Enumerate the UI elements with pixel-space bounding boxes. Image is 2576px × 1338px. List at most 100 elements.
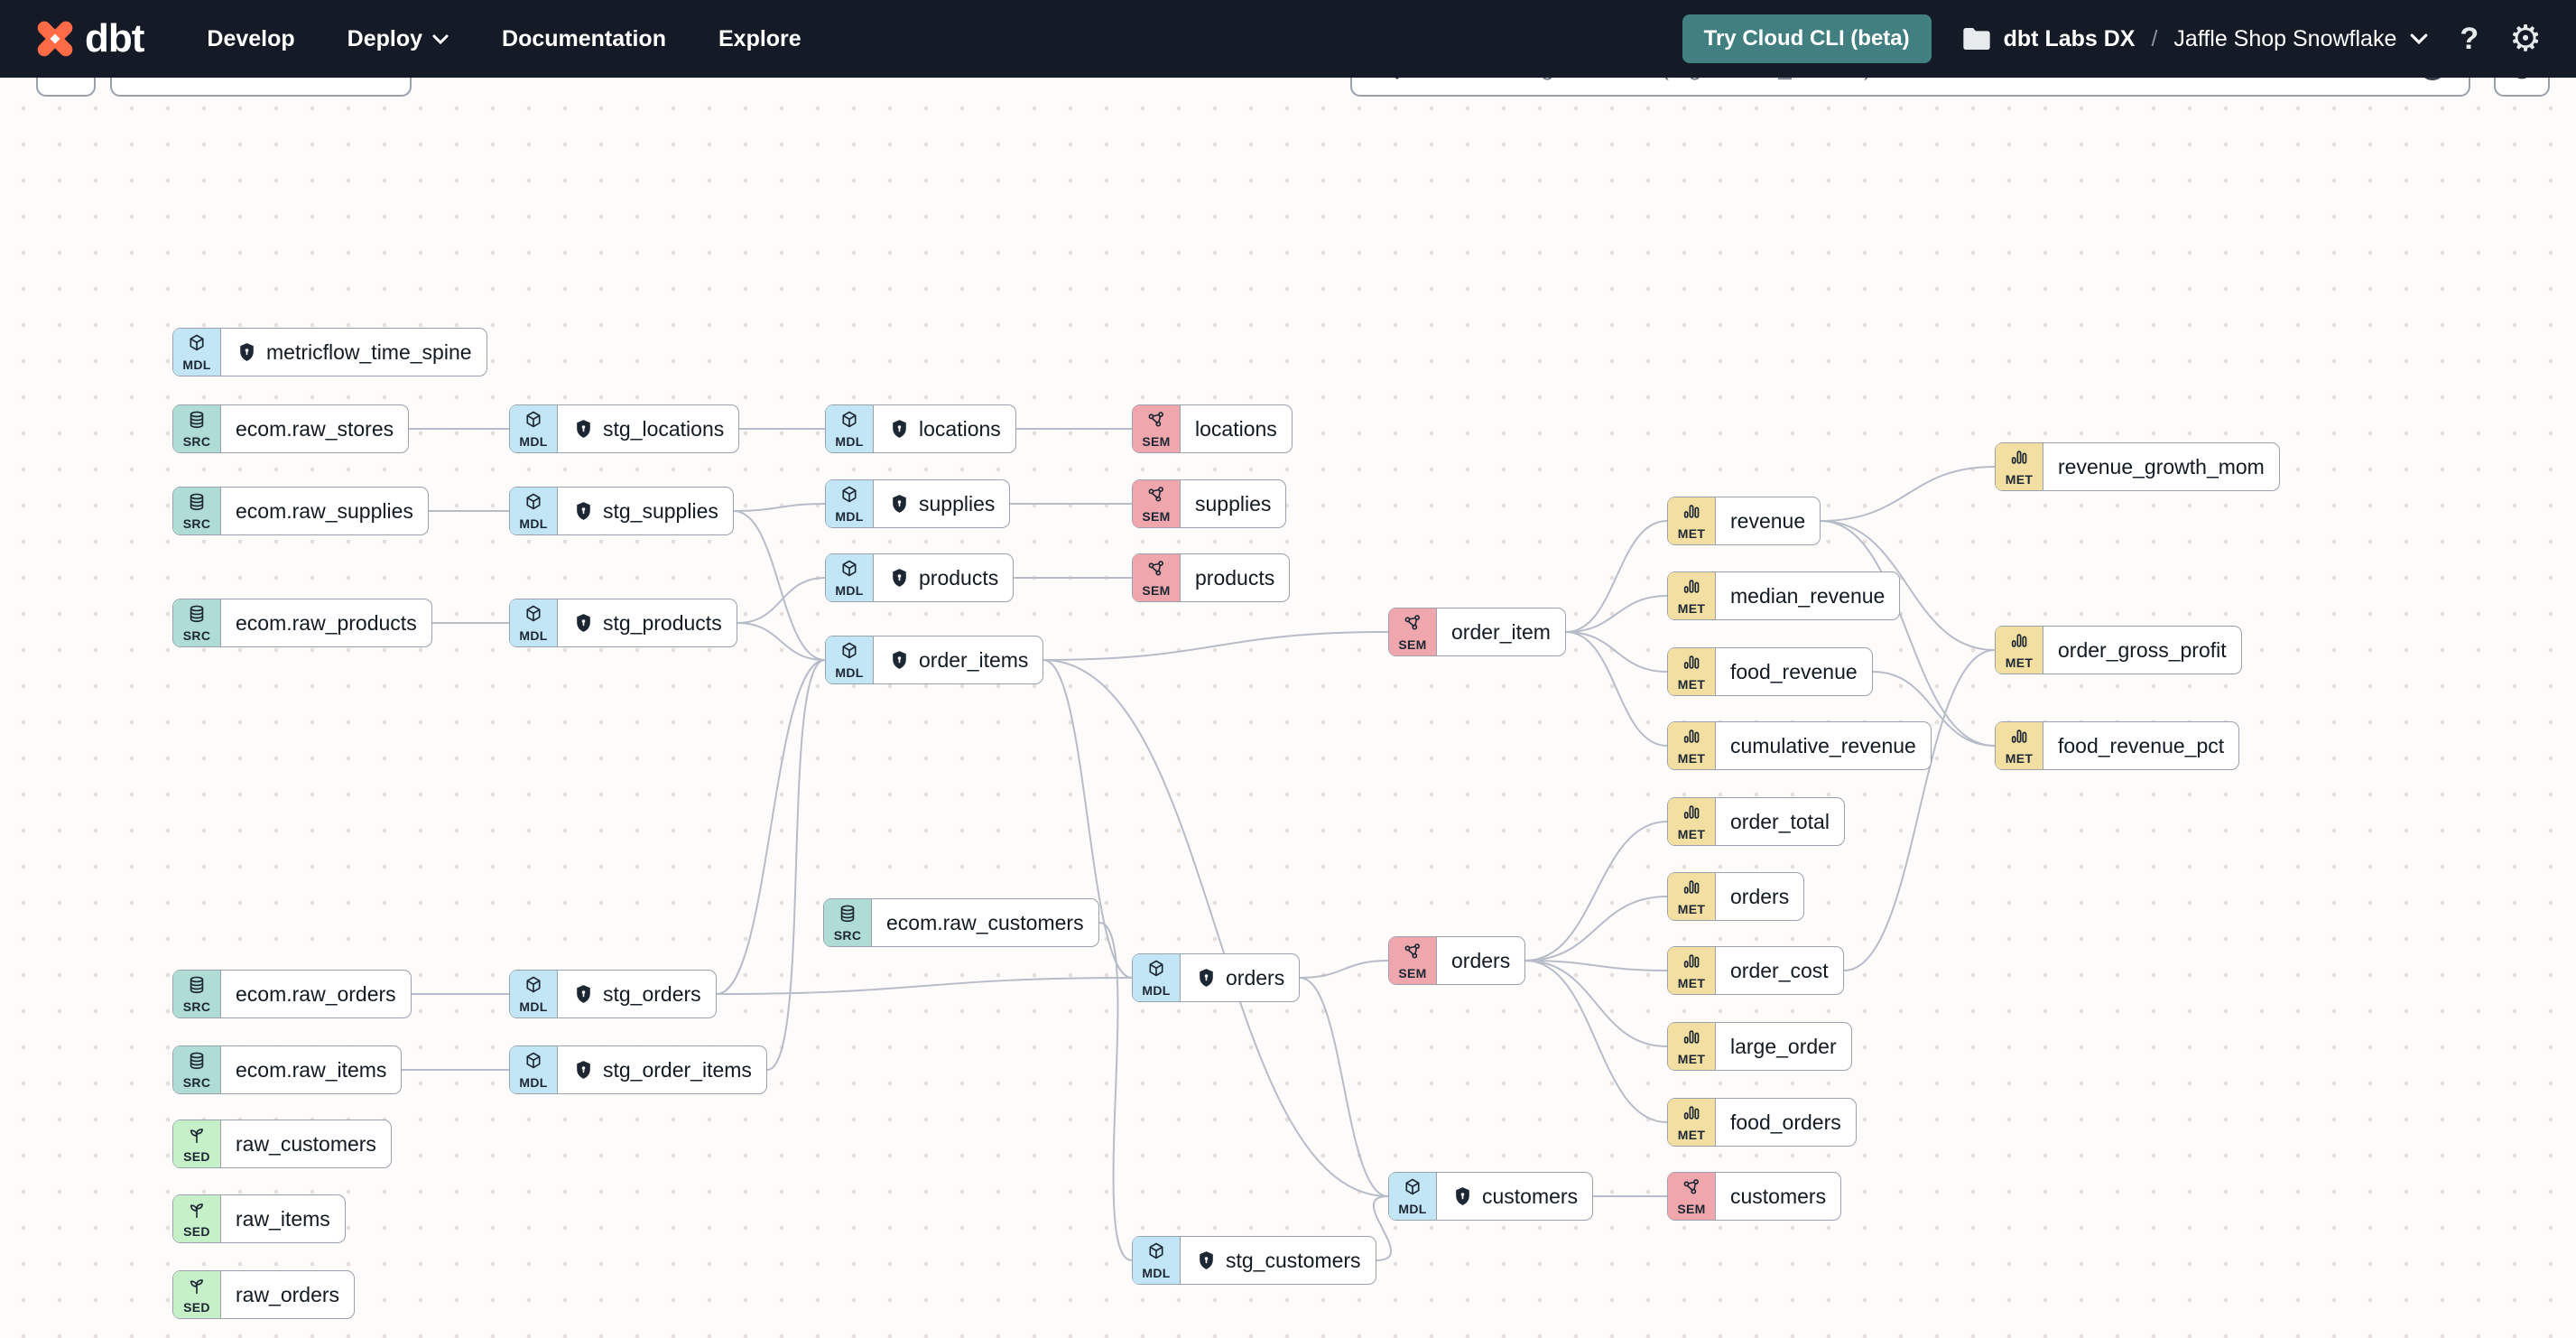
edge-mdl_stg_supplies-to-mdl_supplies — [733, 503, 826, 512]
shield-icon — [236, 341, 258, 364]
node-label: locations — [874, 405, 1015, 452]
node-label-text: stg_orders — [603, 981, 701, 1006]
semantic_model-badge: SEM — [1133, 405, 1181, 452]
edge-met_revenue-to-met_food_revenue_pct — [1820, 520, 1996, 747]
metric-badge: MET — [1668, 1099, 1716, 1146]
node-label: ecom.raw_stores — [221, 405, 408, 452]
edge-sem_order_item-to-met_cumulative_revenue — [1565, 631, 1668, 747]
node-label-text: order_cost — [1730, 958, 1829, 982]
semantic_model-icon — [1146, 410, 1166, 434]
model-icon — [1146, 959, 1166, 983]
edge-sem_orders-to-met_large_order — [1524, 960, 1668, 1047]
node-label-text: cumulative_revenue — [1730, 733, 1916, 757]
model-badge: MDL — [510, 1046, 558, 1093]
node-label-text: locations — [1195, 416, 1277, 441]
try-cloud-cli-button[interactable]: Try Cloud CLI (beta) — [1682, 14, 1932, 63]
semantic_model-icon — [1403, 942, 1422, 966]
badge-label: MET — [1677, 902, 1706, 916]
node-label: food_revenue — [1716, 648, 1872, 695]
model-icon — [524, 1051, 543, 1075]
model-icon — [839, 485, 859, 509]
node-label: ecom.raw_items — [221, 1046, 401, 1093]
node-met_cumulative_revenue[interactable]: MET cumulative_revenue — [1667, 721, 1932, 770]
node-label: order_item — [1437, 609, 1565, 655]
nav-item-documentation[interactable]: Documentation — [502, 25, 666, 51]
source-icon — [187, 975, 207, 999]
node-sem_locations[interactable]: SEM locations — [1132, 404, 1293, 453]
shield-icon — [888, 493, 911, 516]
edge-mdl_order_items-to-sem_order_item — [1042, 631, 1389, 661]
edge-sem_orders-to-met_food_orders — [1524, 960, 1668, 1123]
badge-label: MET — [2005, 655, 2034, 670]
shield-icon — [1451, 1185, 1474, 1208]
node-label-text: median_revenue — [1730, 583, 1886, 608]
node-met_order_cost[interactable]: MET order_cost — [1667, 946, 1844, 995]
edge-layer — [402, 427, 1996, 1261]
metric-icon — [1682, 952, 1701, 976]
metric-icon — [2009, 727, 2029, 751]
project-selector[interactable]: dbt Labs DX / Jaffle Shop Snowflake — [1962, 26, 2430, 52]
nav-item-develop[interactable]: Develop — [207, 25, 295, 51]
model-icon — [524, 410, 543, 434]
dbt-logo[interactable]: dbt — [34, 18, 144, 60]
badge-label: SEM — [1142, 509, 1171, 524]
badge-label: MET — [1677, 976, 1706, 990]
nav-item-deploy[interactable]: Deploy — [347, 26, 449, 52]
node-label: stg_customers — [1181, 1237, 1376, 1284]
seed-badge: SED — [173, 1195, 221, 1242]
edge-mdl_orders-to-mdl_customers — [1299, 977, 1389, 1197]
metric-badge: MET — [1668, 722, 1716, 769]
model-badge: MDL — [826, 480, 874, 527]
nav-item-explore[interactable]: Explore — [718, 25, 802, 51]
node-label-text: ecom.raw_supplies — [236, 498, 413, 523]
node-label: products — [1181, 554, 1289, 601]
metric-icon — [1682, 1027, 1701, 1052]
node-label: order_total — [1716, 798, 1844, 845]
shield-icon — [572, 1059, 595, 1082]
help-icon[interactable]: ? — [2460, 21, 2479, 56]
metric-badge: MET — [1668, 873, 1716, 920]
settings-gear-icon[interactable]: ⚙ — [2509, 19, 2542, 59]
shield-icon — [1195, 1250, 1218, 1272]
node-label: ecom.raw_supplies — [221, 488, 428, 534]
shield-icon — [888, 567, 911, 590]
